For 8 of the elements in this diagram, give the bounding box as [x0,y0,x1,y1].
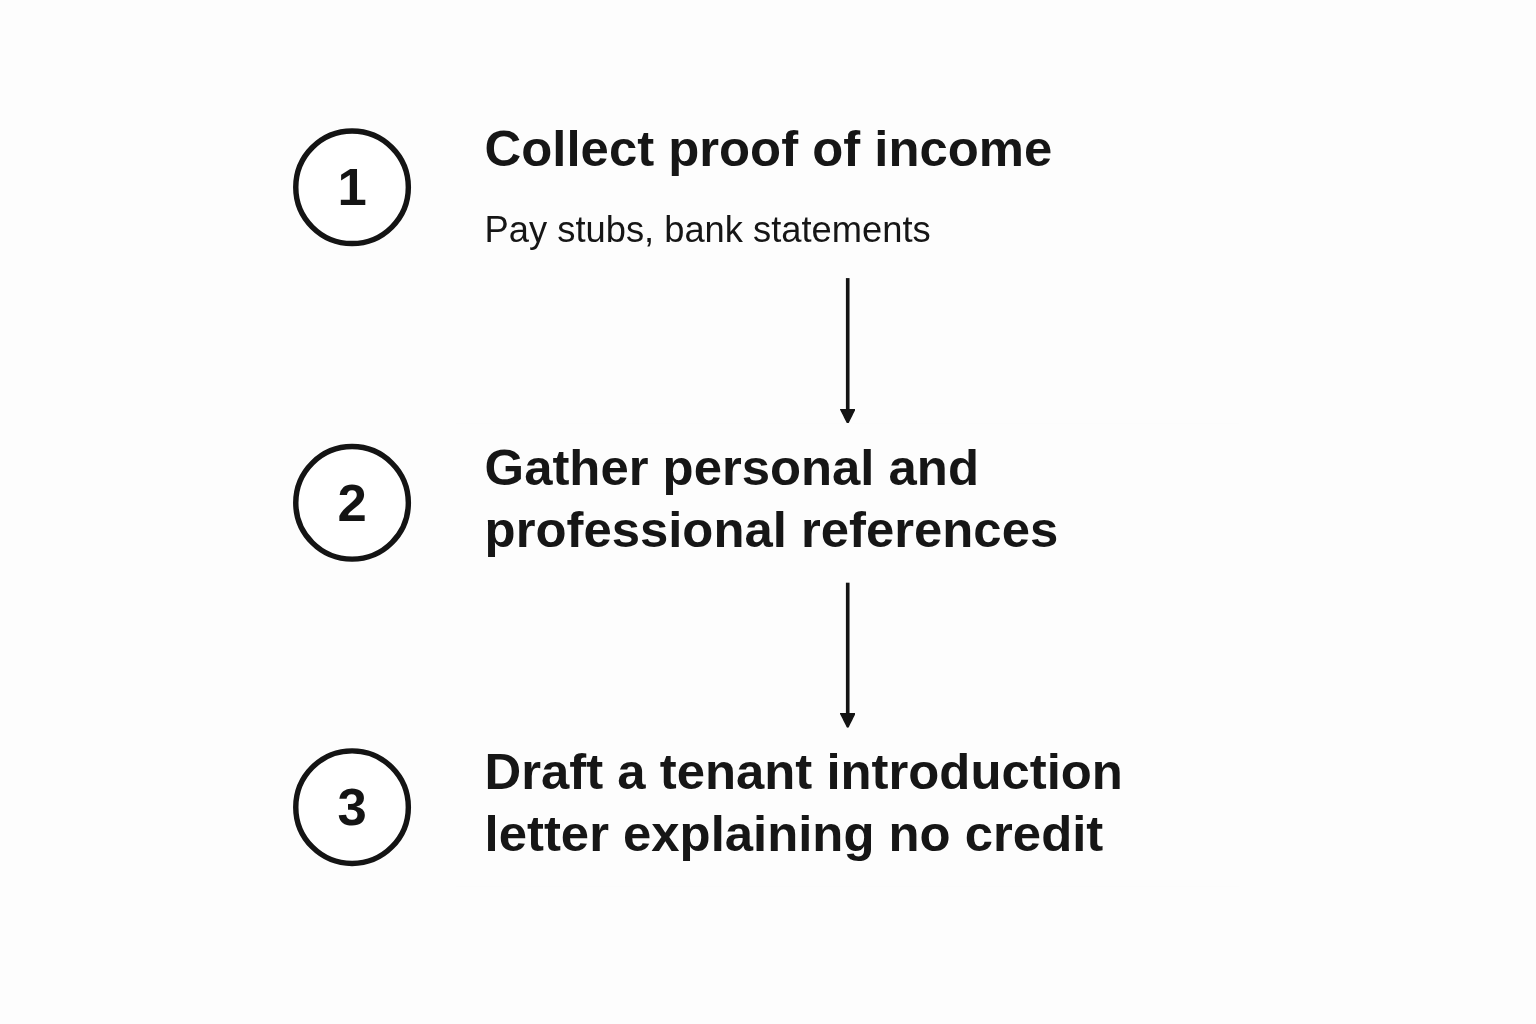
arrow [839,278,856,424]
node-text: Draft a tenant introduction letter explaining no credit [484,743,1124,862]
node-text: Gather personal and professional references [484,439,1059,557]
arrow [839,582,856,729]
node-circle: 3 [293,748,412,867]
node-circle: 2 [293,443,412,562]
node-circle: 1 [293,128,412,247]
node-text: Collect proof of income Pay stubs, bank statements [484,120,1053,249]
